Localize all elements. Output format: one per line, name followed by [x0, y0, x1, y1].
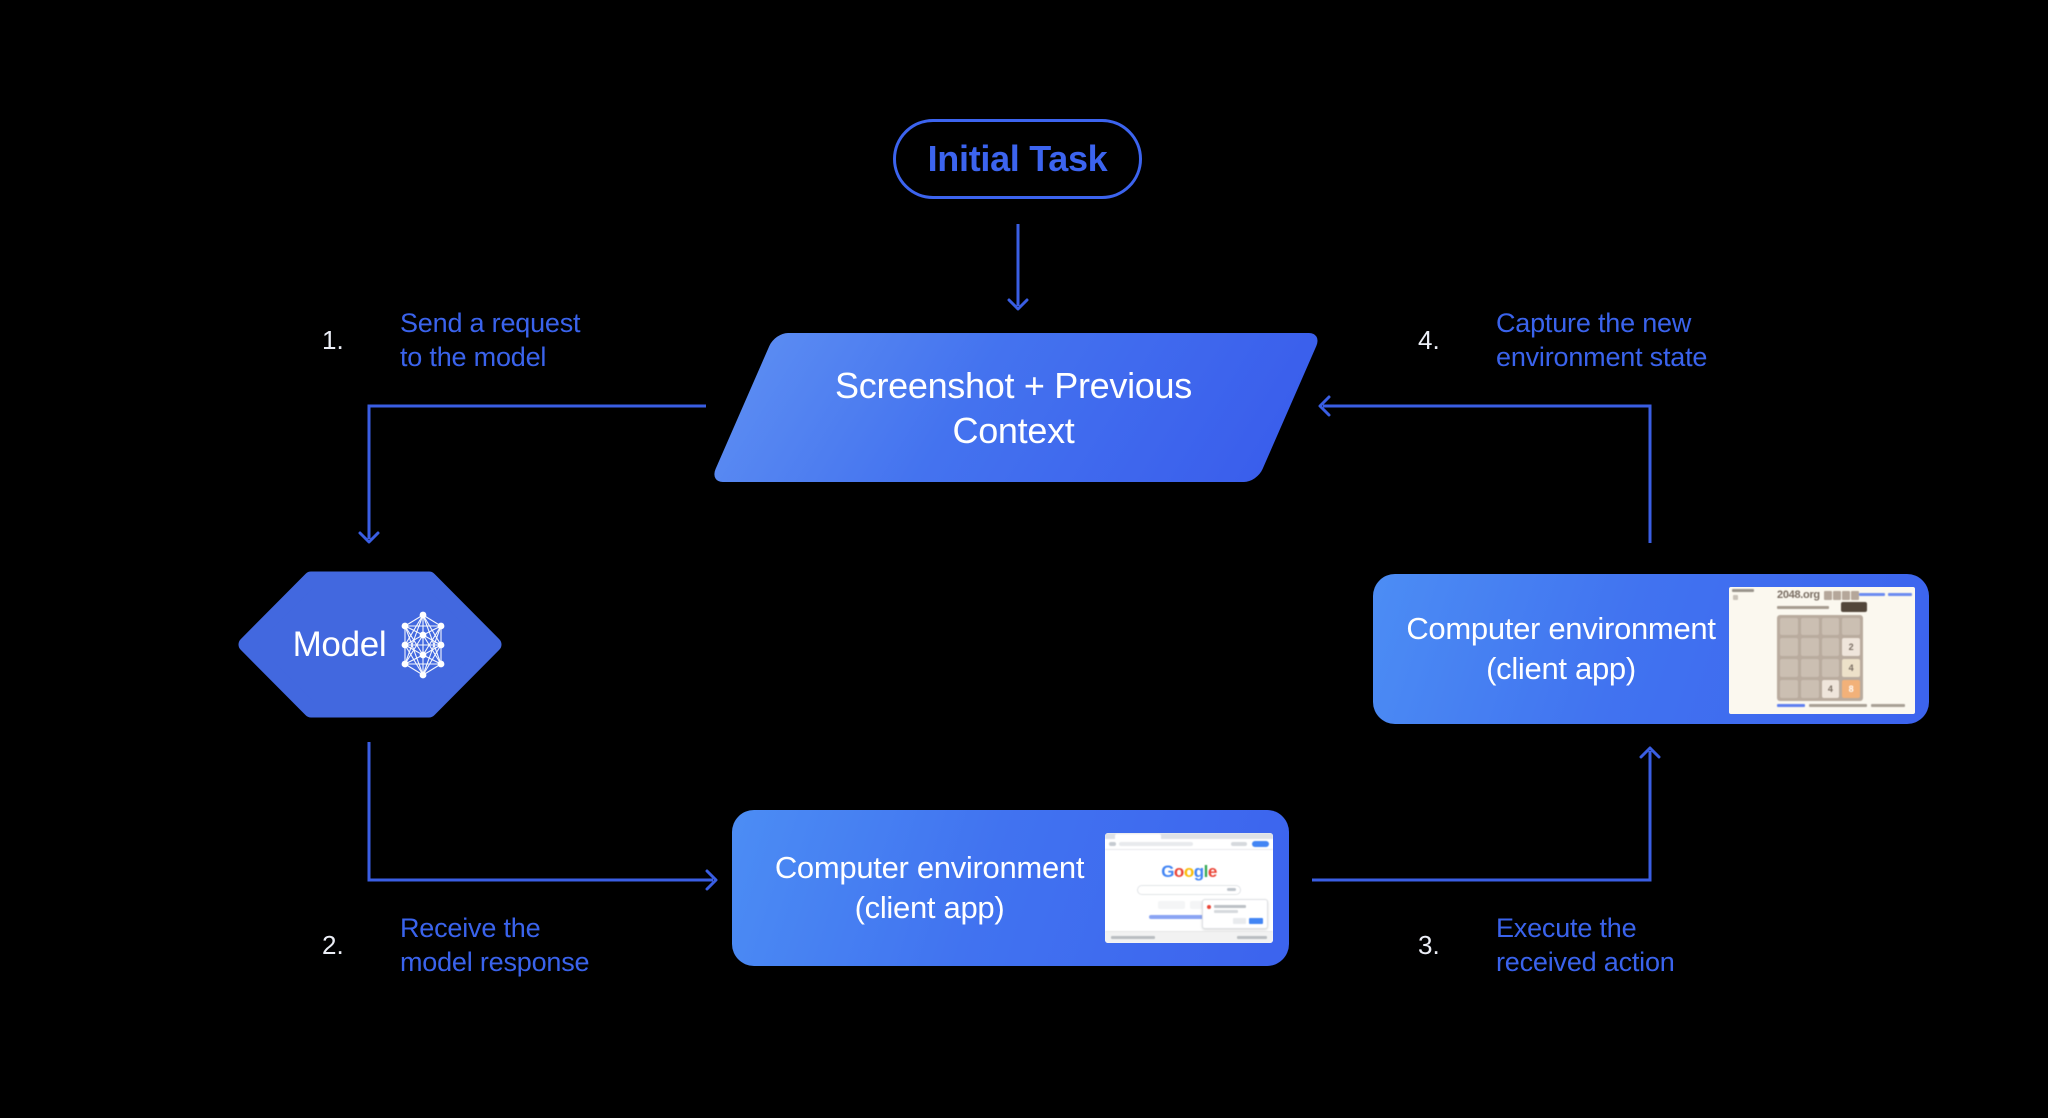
language-links — [1149, 915, 1229, 919]
tile-2: 2 — [1842, 638, 1860, 656]
top-links — [1859, 592, 1912, 596]
arrow-env-right-to-context — [1318, 395, 1652, 543]
browser-chrome — [1105, 833, 1273, 850]
screenshot-context-label: Screenshot + Previous Context — [835, 364, 1192, 451]
google-search-button — [1157, 901, 1185, 909]
step-2-text: Receive the model response — [400, 913, 590, 977]
env-right-node: Computer environment (client app) 2048.o… — [1373, 574, 1929, 724]
tile-4: 4 — [1842, 659, 1860, 677]
step-4-label: 4. Capture the new environment state — [1418, 306, 1707, 374]
step-3-text: Execute the received action — [1496, 913, 1675, 977]
arrow-model-to-env-bottom — [367, 742, 718, 891]
dialog-primary-button — [1249, 918, 1263, 924]
arrowhead-up-icon — [1639, 746, 1661, 759]
bottom-link — [1777, 703, 1805, 707]
game-2048-thumbnail: 2048.org 2 4 4 8 — [1729, 586, 1915, 714]
arrowhead-right-icon — [705, 869, 718, 891]
arrowhead-down-icon — [358, 531, 380, 544]
dialog-secondary-button — [1233, 918, 1246, 924]
step-3-label: 3. Execute the received action — [1418, 911, 1675, 979]
step-1-number: 1. — [322, 324, 344, 355]
game-grid: 2 4 4 8 — [1777, 614, 1863, 701]
arrow-env-bottom-to-env-right — [1312, 746, 1661, 882]
tab-bar — [1105, 833, 1273, 839]
signin-dialog — [1202, 899, 1268, 929]
tile-4b: 4 — [1821, 679, 1840, 698]
search-mic-icon — [1227, 888, 1236, 891]
address-bar — [1119, 842, 1193, 846]
step-4-text: Capture the new environment state — [1496, 308, 1708, 372]
toolbar-icons — [1231, 842, 1247, 846]
initial-task-label: Initial Task — [927, 138, 1108, 179]
site-title: 2048.org — [1777, 588, 1820, 601]
google-logo: Google — [1161, 862, 1217, 881]
step-1-label: 1. Send a request to the model — [322, 306, 581, 374]
dialog-icon — [1207, 905, 1211, 909]
hexagon-shape — [238, 571, 502, 718]
arrow-initial-task-to-context — [1007, 224, 1029, 311]
nav-buttons-icon — [1109, 842, 1116, 846]
initial-task-node: Initial Task — [893, 119, 1142, 199]
step-2-label: 2. Receive the model response — [322, 911, 590, 979]
arrowhead-down-icon — [1007, 298, 1029, 311]
signin-button — [1252, 841, 1269, 847]
new-game-button — [1841, 601, 1867, 612]
browser-tab — [1115, 834, 1161, 839]
env-right-label: Computer environment (client app) — [1406, 611, 1716, 686]
arrowhead-left-icon — [1318, 395, 1331, 417]
score-boxes — [1824, 590, 1859, 600]
step-2-number: 2. — [322, 929, 344, 960]
neural-network-icon — [402, 611, 445, 678]
model-label: Model — [292, 624, 387, 664]
model-node: Model — [238, 571, 502, 718]
step-3-number: 3. — [1418, 929, 1440, 960]
env-bottom-node: Computer environment (client app) Google — [732, 810, 1289, 966]
arrow-context-to-model — [358, 404, 706, 544]
tile-8: 8 — [1842, 679, 1860, 698]
google-search-bar — [1137, 885, 1241, 895]
google-search-thumbnail: Google — [1105, 833, 1273, 943]
step-4-number: 4. — [1418, 324, 1440, 355]
env-bottom-label: Computer environment (client app) — [774, 850, 1085, 925]
google-footer — [1105, 931, 1273, 943]
step-1-text: Send a request to the model — [400, 308, 581, 372]
